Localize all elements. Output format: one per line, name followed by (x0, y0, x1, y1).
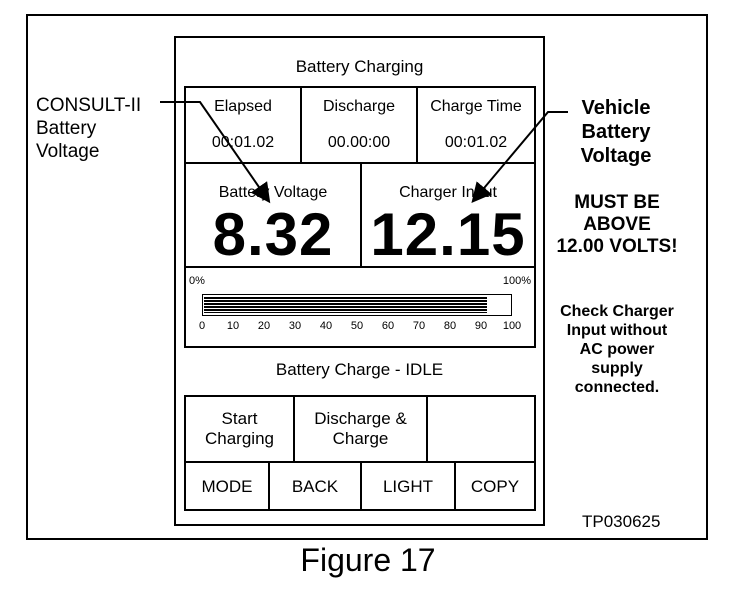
consult-arrow (160, 101, 271, 204)
charge-time-value: 00:01.02 (444, 134, 508, 151)
start-charging-button[interactable]: Start Charging (205, 409, 274, 448)
button-divider (454, 463, 456, 509)
progress-tick-label: 50 (350, 320, 364, 332)
figure-label: Figure 17 (300, 542, 436, 578)
button-divider (268, 463, 270, 509)
button-divider (186, 461, 534, 463)
button-divider (360, 463, 362, 509)
charge-progress-fill (204, 297, 488, 313)
progress-tick-label: 60 (381, 320, 395, 332)
charge-progress-bar (202, 294, 512, 316)
battery-voltage-label: Battery Voltage (218, 184, 328, 201)
button-panel: Start Charging Discharge & Charge MODE B… (184, 395, 536, 511)
device-screen (174, 36, 545, 526)
status-text: Battery Charge - IDLE (275, 360, 444, 379)
progress-tick-label: 10 (226, 320, 240, 332)
vehicle-arrow (471, 111, 568, 204)
progress-ticks: 0 10 20 30 40 50 60 70 80 90 100 (198, 320, 521, 334)
panel-divider (360, 162, 362, 266)
elapsed-label: Elapsed (214, 98, 272, 115)
charger-input-value: 12.15 (370, 201, 526, 268)
panel-divider (186, 266, 534, 268)
button-divider (426, 397, 428, 461)
progress-tick-label: 100 (502, 320, 522, 332)
back-button[interactable]: BACK (291, 477, 339, 496)
vehicle-voltage-callout: Vehicle Battery Voltage (580, 97, 652, 167)
discharge-charge-button[interactable]: Discharge & Charge (314, 409, 407, 448)
discharge-label: Discharge (322, 98, 396, 115)
progress-tick-label: 20 (257, 320, 271, 332)
progress-min-label: 0% (189, 275, 205, 287)
screen-title: Battery Charging (295, 57, 424, 76)
copy-button[interactable]: COPY (470, 477, 520, 496)
consult-ii-callout: CONSULT-II Battery Voltage (36, 95, 142, 162)
charge-time-label: Charge Time (430, 98, 522, 115)
progress-tick-label: 90 (474, 320, 488, 332)
progress-max-label: 100% (502, 275, 531, 287)
must-be-above-note: MUST BE ABOVE 12.00 VOLTS! (556, 192, 678, 257)
discharge-value: 00.00:00 (327, 134, 391, 151)
button-divider (293, 397, 295, 461)
light-button[interactable]: LIGHT (382, 477, 434, 496)
progress-tick-label: 40 (319, 320, 333, 332)
progress-tick-label: 30 (288, 320, 302, 332)
panel-divider (416, 88, 418, 162)
elapsed-value: 00:01.02 (211, 134, 275, 151)
mode-button[interactable]: MODE (201, 477, 253, 496)
progress-tick-label: 70 (412, 320, 426, 332)
figure-frame (26, 14, 708, 540)
battery-voltage-value: 8.32 (212, 201, 334, 268)
progress-tick-label: 0 (198, 320, 206, 332)
panel-divider (300, 88, 302, 162)
progress-tick-label: 80 (443, 320, 457, 332)
check-charger-note: Check Charger Input without AC power sup… (560, 303, 674, 396)
tp-code: TP030625 (582, 512, 661, 531)
